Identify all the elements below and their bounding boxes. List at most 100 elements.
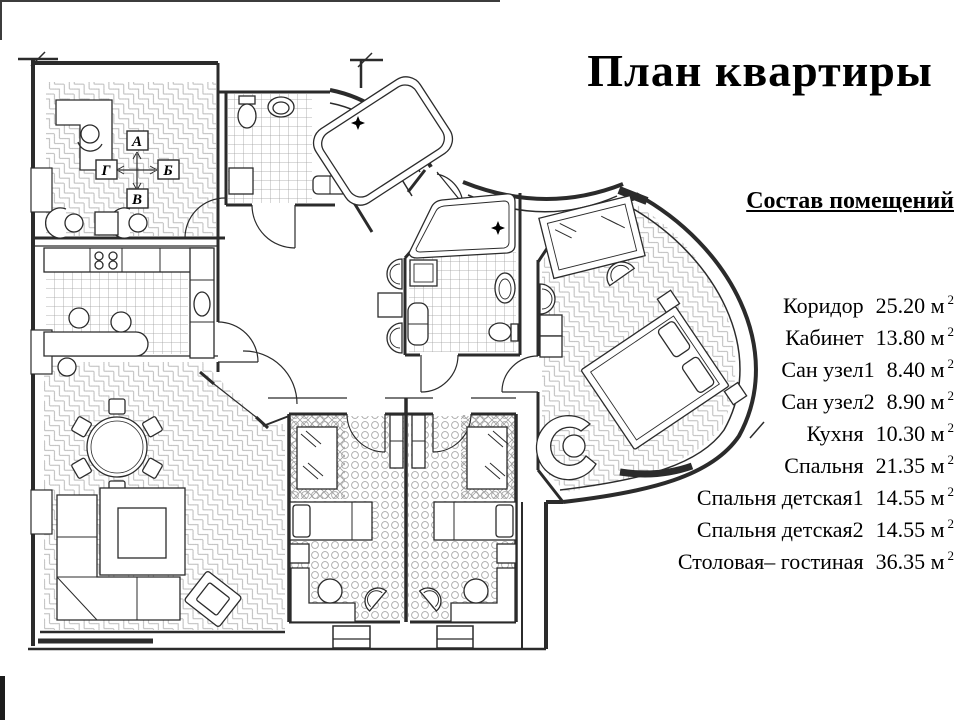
kids1-wardrobe [296, 426, 338, 490]
kids2-wardrobe-marks [484, 430, 509, 480]
dining-table [86, 416, 148, 478]
wall-break-top [357, 52, 373, 68]
sink2 [494, 272, 516, 304]
toilet1-bowl [237, 103, 257, 129]
hall-table [377, 292, 403, 318]
wall-kids-left-link [262, 415, 290, 427]
room-name: Кухня [806, 421, 864, 446]
room-area: 8.40 м [886, 357, 945, 382]
curved-wall-b-outer [462, 180, 624, 201]
kids2-stool [463, 578, 489, 604]
hall-chair-2-seat [389, 327, 401, 349]
office-armchair-2-seat [128, 213, 148, 233]
dining-chairs [71, 398, 163, 497]
bath1-door [251, 204, 296, 249]
tub2-drain-star [491, 221, 505, 235]
kids1-stool [317, 578, 343, 604]
kitchen-peninsula [43, 331, 149, 357]
kids2-nightstand [496, 543, 517, 564]
room-name: Коридор [783, 293, 864, 318]
kitchen-door [217, 321, 259, 363]
bath1-fixtures [228, 76, 454, 206]
bedroom-dresser-2 [539, 335, 563, 358]
room-area: 25.20 м [875, 293, 945, 318]
side-table-round [57, 357, 77, 377]
room-area-superscript: 2 [947, 420, 955, 435]
room-area: 14.55 м [875, 485, 945, 510]
room-area: 14.55 м [875, 517, 945, 542]
kitchen-furniture [43, 247, 215, 359]
kids1-desk [290, 567, 356, 623]
toilet1-tank [238, 95, 256, 105]
sink1-basin [272, 101, 290, 115]
kitchen-sink-2 [110, 311, 132, 333]
bedroom-wardrobe [538, 194, 646, 280]
toilet2-bowl [488, 322, 512, 342]
room-area-superscript: 2 [947, 452, 955, 467]
dining-door [213, 350, 298, 418]
bath2-washer-inner [413, 263, 434, 283]
room-name: Сан узел1 [781, 357, 875, 382]
bath2-fixtures [407, 193, 519, 346]
compass-axes [119, 154, 155, 188]
kids1-door [346, 413, 386, 453]
room-name: Столовая– гостиная [677, 549, 864, 574]
kids1-chair [364, 587, 388, 612]
living-armchair [184, 571, 242, 627]
room-name: Кабинет [785, 325, 864, 350]
compass-box-right [157, 159, 180, 180]
bedroom-sofa [535, 415, 597, 481]
kids1-furniture [289, 414, 404, 623]
bedroom-furniture [535, 194, 748, 481]
kids1-pillow [292, 504, 311, 538]
office-chair-back [77, 141, 103, 152]
room-name: Сан узел2 [781, 389, 875, 414]
room-area-superscript: 2 [947, 292, 955, 307]
compass-box-up [126, 130, 149, 151]
compass-arrowheads [116, 151, 158, 191]
room-area: 36.35 м [875, 549, 945, 574]
bedroom-door [501, 355, 539, 393]
room-area: 8.90 м [886, 389, 945, 414]
bedroom-chair-1 [539, 283, 556, 315]
bath1-cabinet [228, 167, 254, 195]
room-name: Спальня детская2 [696, 517, 864, 542]
corner-sofa-seams [56, 536, 138, 621]
bedroom-ottoman [562, 434, 586, 458]
office-armchair-1 [45, 207, 67, 239]
bedroom-bed [581, 289, 748, 450]
bedroom-window-band [619, 462, 694, 478]
kids2-window-bay [436, 625, 474, 649]
kitchen-counter [43, 247, 213, 273]
room-list-heading: Состав помещений [746, 188, 954, 214]
bathtub2-inner [415, 200, 510, 253]
compass-letter-right: Б [162, 163, 173, 179]
compass-box-left [95, 159, 118, 180]
bathtub2 [408, 193, 516, 259]
bedroom-chair-1-seat [541, 288, 553, 310]
wall-bottom-right [544, 500, 563, 649]
room-area-superscript: 2 [947, 356, 955, 371]
kids2-desk [450, 567, 516, 623]
room-area-superscript: 2 [947, 324, 955, 339]
dining-table-inner [90, 420, 144, 474]
toilet2-tank [510, 323, 519, 342]
office-armchair-1-seat [64, 213, 84, 233]
office-chair [80, 124, 100, 144]
room-area-superscript: 2 [947, 548, 955, 563]
wall-stub-top [350, 58, 383, 88]
stove [94, 251, 118, 270]
kitchen-sink-1 [68, 307, 90, 329]
kids2-pillow [495, 504, 514, 538]
hall-chair-2 [386, 322, 403, 354]
wall-top-bath1 [216, 63, 330, 94]
kids2-furniture [411, 414, 517, 623]
room-area: 10.30 м [875, 421, 945, 446]
slide-corner-mark [0, 676, 5, 720]
